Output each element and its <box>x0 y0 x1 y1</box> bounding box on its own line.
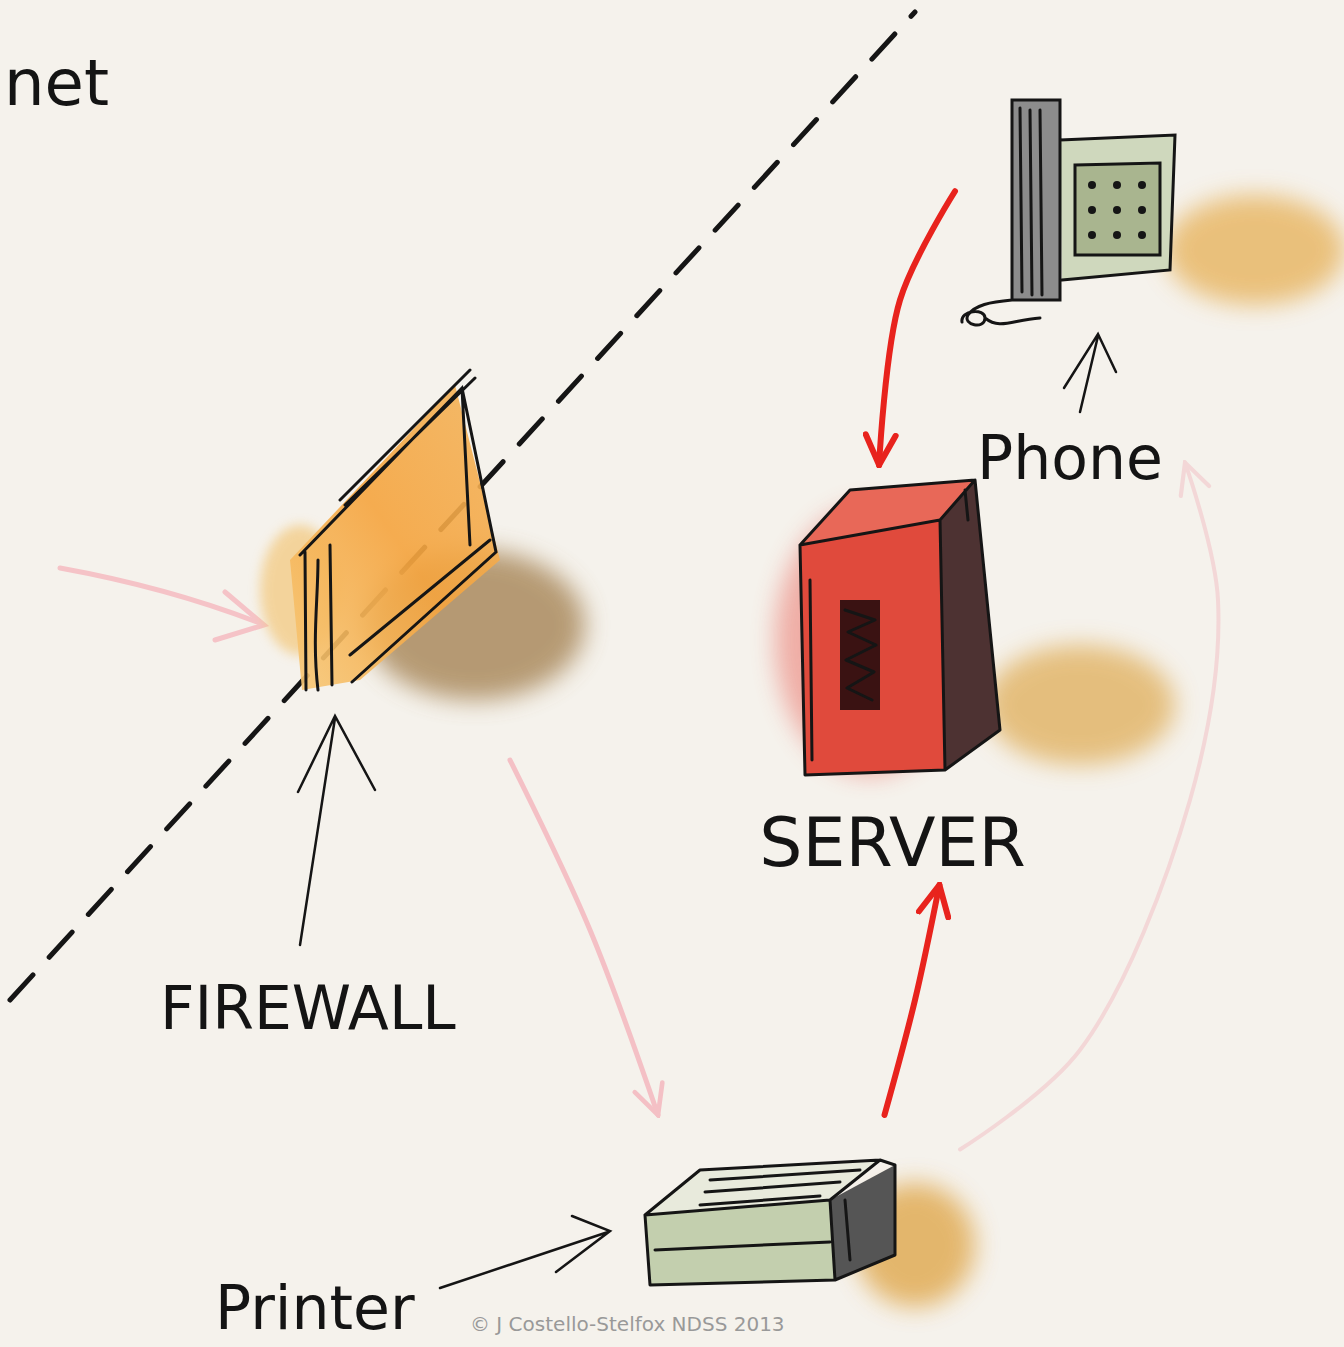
node-label: SERVER <box>759 806 1025 881</box>
node-label: Printer <box>215 1275 415 1341</box>
flow-arrow <box>879 191 955 465</box>
node-label: FIREWALL <box>160 975 456 1041</box>
phone-keypad <box>1075 165 1160 255</box>
phone-base <box>1060 135 1175 280</box>
firewall-outline <box>300 370 496 690</box>
copyright-note: © J Costello-Stelfox NDSS 2013 <box>470 1313 785 1335</box>
server-shadow <box>985 645 1175 765</box>
flow-arrow <box>885 885 940 1115</box>
boundary-label: net <box>4 48 109 118</box>
phone-node: Phone <box>955 90 1185 495</box>
phone-shadow <box>1165 195 1344 305</box>
server-outline <box>800 480 1000 775</box>
firewall-node: FIREWALL <box>150 350 510 1045</box>
node-label: Phone <box>977 425 1163 491</box>
printer-node: Printer <box>205 1115 960 1345</box>
printer-outline <box>645 1160 895 1285</box>
phone-keys <box>1088 181 1146 239</box>
incoming-arrowhead <box>215 592 264 640</box>
flow-arrow <box>510 760 658 1115</box>
printer-leader <box>440 1216 610 1288</box>
server-node: SERVER <box>725 465 1060 885</box>
phone-outline <box>962 100 1175 325</box>
phone-leader <box>1064 334 1116 412</box>
firewall-leader <box>298 716 375 945</box>
